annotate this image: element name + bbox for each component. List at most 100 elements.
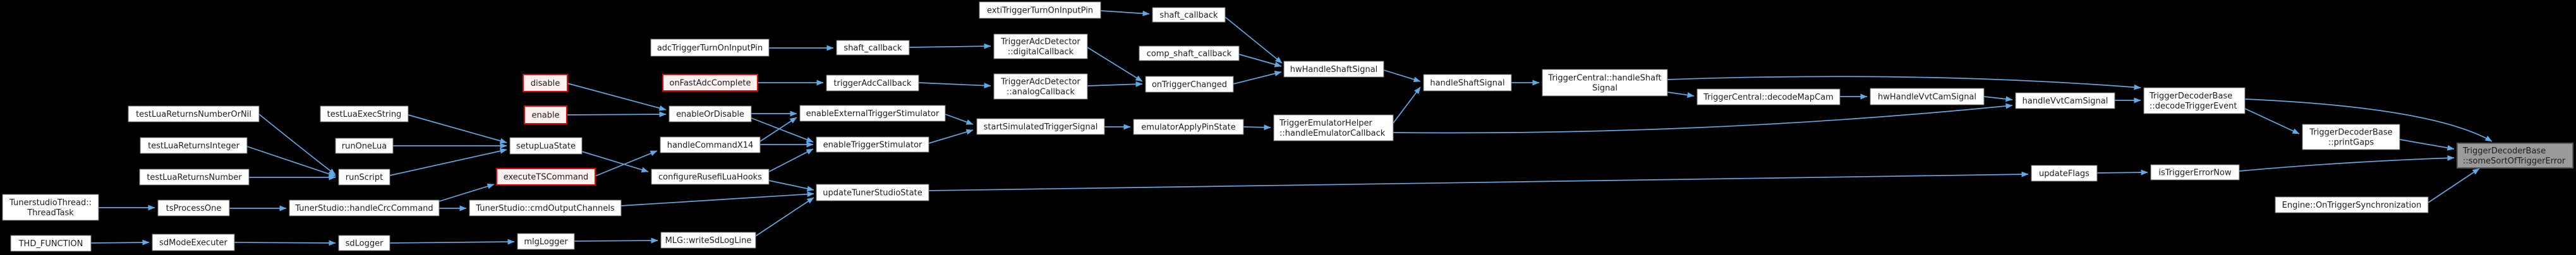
node-isTriggerErrorNow[interactable]: isTriggerErrorNow (2150, 164, 2240, 181)
edge-tcHandleShaftSignal-decodeTriggerEvent (1667, 76, 2141, 90)
node-tsProcessOne[interactable]: tsProcessOne (157, 199, 230, 216)
node-compShaftCallback[interactable]: comp_shaft_callback (1139, 45, 1240, 61)
node-label: handleCommandX14 (667, 141, 754, 150)
node-label: ::someSortOfTriggerError (2463, 157, 2566, 166)
node-label: ThreadTask (27, 208, 74, 218)
node-someSortOfTriggerError[interactable]: TriggerDecoderBase::someSortOfTriggerErr… (2457, 143, 2573, 169)
node-adcTriggerTurnOnInputPin[interactable]: adcTriggerTurnOnInputPin (650, 39, 770, 57)
node-handleCrcCommand[interactable]: TunerStudio::handleCrcCommand (289, 199, 440, 216)
edge-testLuaExecString-setupLuaState (408, 114, 507, 144)
node-testLuaExecString[interactable]: testLuaExecString (320, 105, 409, 122)
node-label: setupLuaState (516, 142, 576, 151)
node-disable[interactable]: disable (522, 73, 569, 93)
node-startSimulatedTriggerSignal[interactable]: startSimulatedTriggerSignal (976, 118, 1105, 135)
node-sdModeExecuter[interactable]: sdModeExecuter (152, 234, 235, 251)
node-hwHandleShaftSignal[interactable]: hwHandleShaftSignal (1283, 61, 1384, 78)
node-enableTriggerStimulator[interactable]: enableTriggerStimulator (816, 136, 929, 153)
node-label: ::printGaps (2328, 138, 2374, 148)
node-enable[interactable]: enable (523, 105, 568, 125)
edge-decodeTriggerEvent-printGaps (2244, 108, 2300, 134)
node-label: Engine::OnTriggerSynchronization (2282, 201, 2422, 210)
node-label: sdModeExecuter (159, 239, 227, 248)
node-handleShaftSignal[interactable]: handleShaftSignal (1423, 74, 1512, 92)
node-testLuaReturnsNumber[interactable]: testLuaReturnsNumber (139, 169, 250, 186)
node-label: handleShaftSignal (1430, 79, 1504, 88)
node-enableOrDisable[interactable]: enableOrDisable (668, 105, 752, 122)
node-runOneLua[interactable]: runOneLua (335, 138, 394, 154)
node-mlgLogger[interactable]: mlgLogger (517, 233, 575, 250)
node-analogCallback[interactable]: TriggerAdcDetector::analogCallback (993, 73, 1088, 100)
node-testLuaReturnsInteger[interactable]: testLuaReturnsInteger (140, 137, 248, 154)
node-label: enableOrDisable (676, 110, 744, 119)
node-label: testLuaReturnsInteger (148, 141, 240, 151)
edge-enableExternalTriggerStimulator-startSimulatedTriggerSignal (945, 114, 974, 125)
node-emulatorApplyPinState[interactable]: emulatorApplyPinState (1133, 119, 1244, 135)
node-handleCommandX14[interactable]: handleCommandX14 (660, 136, 761, 153)
node-runScript[interactable]: runScript (338, 169, 390, 186)
node-onFastAdcComplete[interactable]: onFastAdcComplete (662, 73, 759, 92)
edge-tcHandleShaftSignal-decodeMapCam (1667, 92, 1695, 98)
node-label: TriggerEmulatorHelper (1279, 119, 1373, 128)
node-onTriggerChanged[interactable]: onTriggerChanged (1145, 76, 1234, 93)
node-label: TriggerCentral::handleShaft (1547, 74, 1661, 83)
node-label: updateTunerStudioState (823, 189, 922, 198)
edge-handleEmulatorCallback-handleVvtCamSignal (1393, 103, 2013, 134)
node-label: hwHandleShaftSignal (1290, 65, 1378, 74)
node-label: onFastAdcComplete (669, 79, 751, 88)
node-label: MLG::writeSdLogLine (665, 236, 752, 246)
node-tcHandleShaftSignal[interactable]: TriggerCentral::handleShaftSignal (1542, 69, 1668, 97)
node-label: executeTSCommand (504, 173, 589, 182)
edge-isTriggerErrorNow-someSortOfTriggerError (2239, 155, 2455, 172)
edge-runScript-setupLuaState (389, 148, 507, 176)
node-label: hwHandleVvtCamSignal (1878, 93, 1976, 102)
node-shaftCallback[interactable]: shaft_callback (836, 40, 910, 56)
node-digitalCallback[interactable]: TriggerAdcDetector::digitalCallback (993, 33, 1088, 59)
node-triggerAdcCallback[interactable]: triggerAdcCallback (826, 74, 919, 92)
edge-handleEmulatorCallback-handleShaftSignal (1393, 86, 1421, 124)
node-enableExternalTriggerStimulator[interactable]: enableExternalTriggerStimulator (799, 105, 946, 122)
node-label: enableTriggerStimulator (823, 141, 922, 150)
node-tunerstudioThreadTask[interactable]: TunerstudioThread::ThreadTask (2, 194, 99, 221)
node-decodeMapCam[interactable]: TriggerCentral::decodeMapCam (1696, 88, 1841, 105)
node-label: testLuaExecString (327, 110, 402, 119)
node-handleVvtCamSignal[interactable]: handleVvtCamSignal (2015, 92, 2115, 109)
node-updateTunerStudioState[interactable]: updateTunerStudioState (816, 184, 929, 201)
node-label: handleVvtCamSignal (2023, 97, 2108, 106)
node-label: runOneLua (342, 142, 387, 151)
node-label: testLuaReturnsNumber (147, 173, 242, 182)
node-label: sdLogger (346, 239, 384, 249)
node-writeSdLogLine[interactable]: MLG::writeSdLogLine (660, 232, 756, 249)
node-label: TriggerDecoderBase (2462, 146, 2546, 156)
node-handleEmulatorCallback[interactable]: TriggerEmulatorHelper::handleEmulatorCal… (1273, 114, 1394, 141)
node-cmdOutputChannels[interactable]: TunerStudio::cmdOutputChannels (469, 199, 622, 216)
node-sdLogger[interactable]: sdLogger (338, 235, 390, 251)
node-label: Signal (1592, 84, 1618, 93)
edge-compShaftCallback-hwHandleShaftSignal (1238, 54, 1282, 68)
edge-configureRusefiLuaHooks-enableTriggerStimulator (768, 148, 814, 172)
node-label: TriggerCentral::decodeMapCam (1703, 93, 1834, 102)
node-label: TriggerAdcDetector (1000, 37, 1080, 47)
edge-updateFlags-isTriggerErrorNow (2096, 169, 2148, 175)
node-label: TriggerDecoderBase (2309, 128, 2392, 138)
node-label: configureRusefiLuaHooks (658, 173, 762, 182)
node-shaftCallbackTop[interactable]: shaft_callback (1152, 7, 1226, 23)
node-label: disable (531, 79, 560, 88)
node-setupLuaState[interactable]: setupLuaState (509, 137, 583, 155)
edge-mlgLogger-writeSdLogLine (574, 237, 658, 244)
node-extiTriggerTurnOnInputPin[interactable]: extiTriggerTurnOnInputPin (979, 1, 1101, 19)
edge-onTriggerChanged-hwHandleShaftSignal (1233, 71, 1282, 85)
node-decodeTriggerEvent[interactable]: TriggerDecoderBase::decodeTriggerEvent (2143, 87, 2246, 114)
edge-decodeTriggerEvent-someSortOfTriggerError (2244, 98, 2493, 142)
node-hwHandleVvtCamSignal[interactable]: hwHandleVvtCamSignal (1870, 88, 1985, 105)
node-configureRusefiLuaHooks[interactable]: configureRusefiLuaHooks (651, 169, 770, 185)
node-label: TriggerDecoderBase (2149, 92, 2232, 101)
node-printGaps[interactable]: TriggerDecoderBase::printGaps (2302, 124, 2400, 150)
node-thdFunction[interactable]: THD_FUNCTION (10, 235, 92, 252)
node-testLuaReturnsNumberOrNil[interactable]: testLuaReturnsNumberOrNil (128, 105, 260, 122)
node-updateFlags[interactable]: updateFlags (2031, 165, 2098, 182)
edge-setupLuaState-configureRusefiLuaHooks (581, 151, 649, 173)
node-engineOnTriggerSynchronization[interactable]: Engine::OnTriggerSynchronization (2275, 196, 2429, 213)
node-executeTSCommand[interactable]: executeTSCommand (495, 167, 596, 186)
